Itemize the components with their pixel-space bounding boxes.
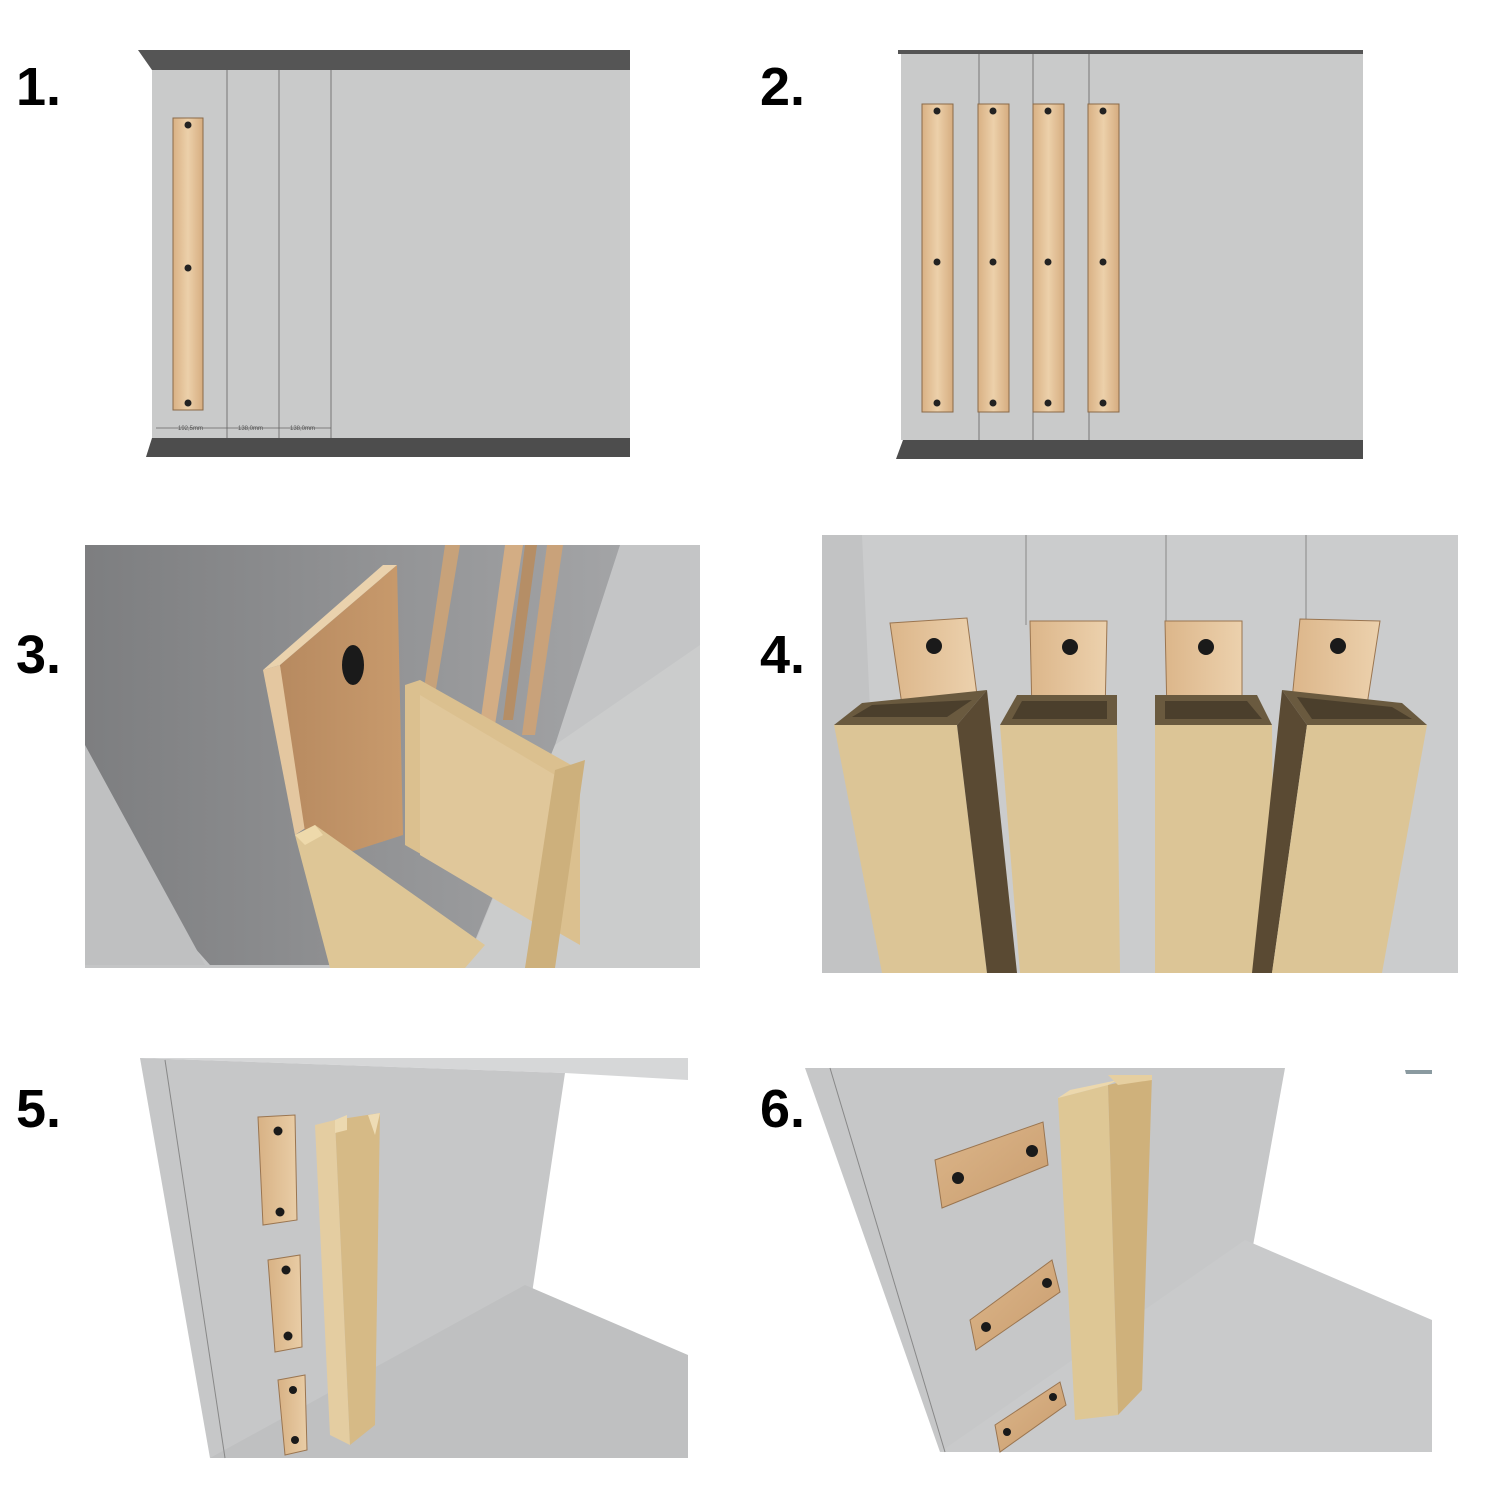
wood-batten-1 bbox=[921, 103, 954, 413]
wall-edge bbox=[164, 1059, 226, 1459]
distant-battens bbox=[423, 545, 563, 735]
cladding-profile bbox=[1058, 1075, 1152, 1420]
floor-trim bbox=[146, 438, 630, 457]
wall-edge bbox=[85, 745, 205, 965]
concrete-wall bbox=[901, 54, 1363, 440]
wood-batten-top bbox=[263, 565, 397, 670]
wood-batten-4 bbox=[1087, 103, 1120, 413]
ceiling-trim bbox=[898, 50, 1363, 54]
wood-batten-2 bbox=[977, 103, 1010, 413]
step-3-illustration bbox=[85, 545, 700, 968]
concrete-wall bbox=[152, 70, 630, 438]
step-2-illustration bbox=[896, 50, 1363, 459]
step-1-number: 1. bbox=[16, 57, 62, 117]
step-2-number: 2. bbox=[760, 57, 806, 117]
screw-hole bbox=[184, 399, 192, 407]
cladding-profile-3 bbox=[1155, 695, 1274, 973]
ceiling-trim bbox=[138, 50, 630, 70]
wood-batten-front bbox=[280, 565, 403, 865]
screw-hole bbox=[184, 264, 192, 272]
cladding-side bbox=[525, 760, 585, 968]
batten-tab-4 bbox=[1291, 618, 1381, 706]
batten-tab-1 bbox=[889, 617, 978, 706]
step-5-illustration bbox=[140, 1058, 688, 1459]
cladding-profile-4 bbox=[1252, 690, 1427, 973]
screw-hole bbox=[342, 645, 364, 685]
floor-trim bbox=[896, 440, 1363, 459]
step-5-number: 5. bbox=[16, 1079, 62, 1139]
cladding-front-panel bbox=[295, 825, 485, 968]
cladding-front-lip bbox=[295, 825, 323, 845]
batten-block-3 bbox=[277, 1374, 308, 1456]
step-6-illustration bbox=[805, 1067, 1432, 1453]
cladding-profile-1 bbox=[834, 690, 1017, 973]
step-4-illustration bbox=[822, 535, 1458, 973]
dimension-label-2: 138,0mm bbox=[238, 426, 263, 432]
step-3-number: 3. bbox=[16, 625, 62, 685]
batten-block-2 bbox=[267, 1254, 303, 1353]
wall-edge bbox=[829, 1067, 946, 1453]
cladding-profile-2 bbox=[1000, 695, 1120, 973]
cladding-profile bbox=[315, 1113, 380, 1445]
batten-block-1 bbox=[257, 1114, 298, 1226]
ceiling-fragment bbox=[1405, 1070, 1432, 1074]
batten-block-3 bbox=[994, 1381, 1067, 1453]
wood-batten bbox=[172, 117, 204, 411]
concrete-wall bbox=[805, 1068, 1285, 1452]
dimension-label-1: 192,5mm bbox=[178, 426, 203, 432]
batten-block-1 bbox=[934, 1121, 1049, 1209]
screw-hole bbox=[184, 121, 192, 129]
dimension-label-3: 138,0mm bbox=[290, 426, 315, 432]
wood-batten-3 bbox=[1032, 103, 1065, 413]
ceiling bbox=[140, 1058, 688, 1080]
step-4-number: 4. bbox=[760, 625, 806, 685]
step-1-illustration: 192,5mm 138,0mm 138,0mm bbox=[138, 50, 630, 457]
batten-block-2 bbox=[969, 1259, 1061, 1351]
cladding-inner-face bbox=[420, 695, 555, 935]
wood-batten-side bbox=[263, 665, 310, 835]
step-6-number: 6. bbox=[760, 1079, 806, 1139]
